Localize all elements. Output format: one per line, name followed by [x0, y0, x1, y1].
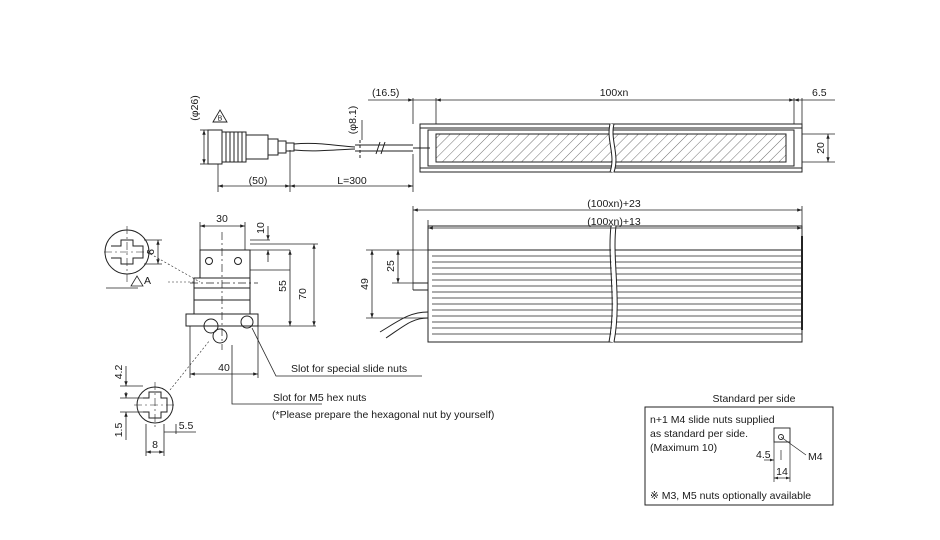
standard-box: [644, 406, 834, 506]
label-m5-note: (*Please prepare the hexagonal nut by yo…: [272, 409, 494, 421]
top-view: [200, 98, 835, 192]
section-view: [168, 222, 422, 405]
label-special-slot: Slot for special slide nuts: [291, 363, 407, 375]
cable: [355, 140, 430, 160]
side-view: [366, 206, 803, 343]
detail-a: [104, 226, 201, 289]
dim-bottom-width: 40: [218, 362, 230, 374]
dim-width: 20: [815, 142, 827, 154]
side-cable: [379, 282, 429, 339]
standard-line-1: n+1 M4 slide nuts supplied: [650, 414, 775, 426]
connector: [207, 129, 356, 165]
warning-icon: [212, 109, 228, 123]
dim-connector-dia: (φ26): [189, 95, 201, 120]
dim-height-total: 49: [359, 278, 371, 290]
standard-label-m4: M4: [808, 451, 823, 463]
detail-b-dim-42: 4.2: [113, 365, 125, 380]
dim-right-offset: 6.5: [812, 87, 827, 99]
dim-top-width: 30: [216, 213, 228, 225]
standard-footnote: ※ M3, M5 nuts optionally available: [650, 490, 811, 502]
dim-height-55: 55: [277, 280, 289, 292]
standard-dim-14: 14: [776, 466, 788, 478]
standard-dim-45: 4.5: [756, 449, 771, 461]
standard-box-title: Standard per side: [713, 393, 796, 405]
dim-pitch: 100xn: [600, 87, 629, 99]
warning-label: B: [218, 116, 223, 123]
dim-inner-length: (100xn)+13: [587, 216, 641, 228]
section-dims: [189, 222, 318, 378]
dim-overall-length: (100xn)+23: [587, 198, 641, 210]
detail-b-dim-8: 8: [152, 439, 158, 451]
dim-cable-len: L=300: [337, 175, 367, 187]
light-bar-top: [419, 123, 803, 173]
dim-connector-len: (50): [249, 175, 268, 187]
dim-left-offset: (16.5): [372, 87, 399, 99]
dim-cable-dia: (φ8.1): [347, 106, 359, 134]
dim-height-partial: 25: [385, 260, 397, 272]
standard-line-2: as standard per side.: [650, 428, 748, 440]
detail-b-dim-15: 1.5: [113, 423, 125, 438]
side-dims: [366, 206, 803, 319]
nut-diagram: [764, 427, 807, 482]
detail-a-dim-slot: 6: [145, 249, 157, 255]
dim-top-offset: 10: [255, 222, 267, 234]
top-dims: [200, 98, 835, 192]
detail-b-dim-55: 5.5: [179, 420, 194, 432]
standard-line-3: (Maximum 10): [650, 442, 717, 454]
label-m5-slot: Slot for M5 hex nuts: [273, 392, 366, 404]
section-leaders: [231, 327, 422, 405]
detail-a-label: A: [144, 275, 151, 287]
detail-b: [120, 339, 211, 456]
dim-height-70: 70: [297, 288, 309, 300]
